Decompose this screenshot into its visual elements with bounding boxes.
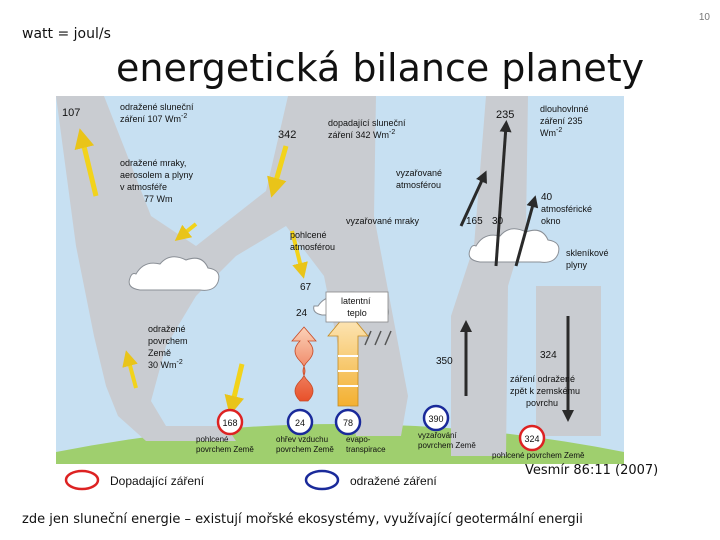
legend-incoming: Dopadající záření [64, 469, 205, 491]
value-40: 40 [541, 192, 553, 203]
value-324: 324 [540, 350, 557, 361]
arrow-absorbed-atmosphere [290, 230, 308, 279]
unit-note: watt = joul/s [22, 26, 111, 42]
arrow-absorbed-surface [224, 363, 245, 416]
svg-text:390: 390 [428, 414, 443, 424]
value-reflected-solar: 107 [62, 107, 80, 119]
value-165: 165 [466, 216, 483, 227]
solar-band [56, 96, 408, 441]
label-evapotranspiration: evapo- transpirace [346, 435, 386, 454]
svg-text:78: 78 [343, 418, 353, 428]
legend-reflected-marker [304, 469, 340, 491]
svg-text:24: 24 [295, 418, 305, 428]
label-outgoing-longwave: dlouhovlnné záření 235 Wm-2 [540, 104, 591, 138]
label-emitted-atmosphere: vyzařované atmosférou [396, 168, 445, 190]
svg-text:Dopadající záření: Dopadající záření [110, 474, 205, 488]
label-reflected-surface: odražené povrchem Země 30 Wm-2 [148, 324, 190, 370]
label-thermals: ohřev vzduchu povrchem Země [276, 435, 334, 454]
legend-area [56, 464, 624, 496]
outgoing-band [451, 96, 528, 456]
value-outgoing-longwave: 235 [496, 109, 514, 121]
arrow-outgoing-longwave [494, 120, 512, 267]
label-incoming-solar: dopadající sluneční záření 342 Wm-2 [328, 118, 408, 140]
flux-circle: 24 [286, 408, 314, 436]
label-greenhouse: skleníkové plyny [566, 248, 611, 270]
arrow-window [514, 195, 539, 267]
legend-reflected: odražené záření [304, 469, 437, 491]
label-emitted-clouds: vyzařované mraky [346, 216, 420, 226]
footer-note: zde jen sluneční energie – existují mořs… [22, 512, 583, 527]
label-window: atmosférické okno [541, 204, 595, 226]
arrow-cloud-reflection [174, 222, 198, 241]
label-reflected-clouds: odražené mraky, aerosolem a plyny v atmo… [120, 158, 196, 204]
arrow-reflected-solar [74, 128, 99, 197]
cloud-icon [468, 228, 560, 263]
source-citation: Vesmír 86:11 (2007) [525, 463, 659, 478]
diagram-svg: 107 342 235 odražené sluneční záření 107… [56, 96, 624, 496]
energy-balance-diagram: 107 342 235 odražené sluneční záření 107… [56, 96, 624, 496]
flux-circle: 78 [334, 408, 362, 436]
svg-text:odražené záření: odražené záření [350, 474, 437, 488]
value-24: 24 [296, 308, 308, 319]
legend-incoming-marker [64, 469, 100, 491]
slide-number: 10 [698, 12, 710, 23]
value-350: 350 [436, 356, 453, 367]
latent-heat-box [325, 291, 389, 323]
label-absorbed-surface: pohlcené povrchem Země [196, 435, 254, 454]
value-incoming-solar: 342 [278, 129, 296, 141]
label-latent-heat: latentní teplo [341, 296, 373, 318]
value-30: 30 [492, 216, 504, 227]
label-back-radiation: záření odražené zpět k zemskému povrchu [510, 374, 583, 408]
svg-text:324: 324 [524, 434, 539, 444]
svg-text:168: 168 [222, 418, 237, 428]
label-absorbed-atmosphere: pohlcené atmosférou [290, 230, 335, 252]
rain-icon [364, 330, 392, 346]
label-reflected-solar: odražené sluneční záření 107 Wm-2 [120, 102, 196, 124]
flux-circle: 168 [216, 408, 244, 436]
label-surface-emission: vyzařování povrchem Země [418, 431, 476, 450]
slide-title: energetická bilance planety [116, 46, 645, 90]
value-67: 67 [300, 282, 312, 293]
flux-circle: 324 [518, 424, 546, 452]
thermals-arrow [291, 326, 317, 402]
cloud-icon [128, 256, 220, 291]
arrow-emitted-atmosphere [459, 170, 487, 227]
label-absorbed-surface-right: pohlcené povrchem Země [492, 451, 585, 460]
arrow-incoming-solar [267, 145, 289, 198]
arrow-surface-reflection [122, 350, 138, 389]
flux-circle: 390 [422, 404, 450, 432]
latent-heat-arrow [327, 311, 369, 407]
